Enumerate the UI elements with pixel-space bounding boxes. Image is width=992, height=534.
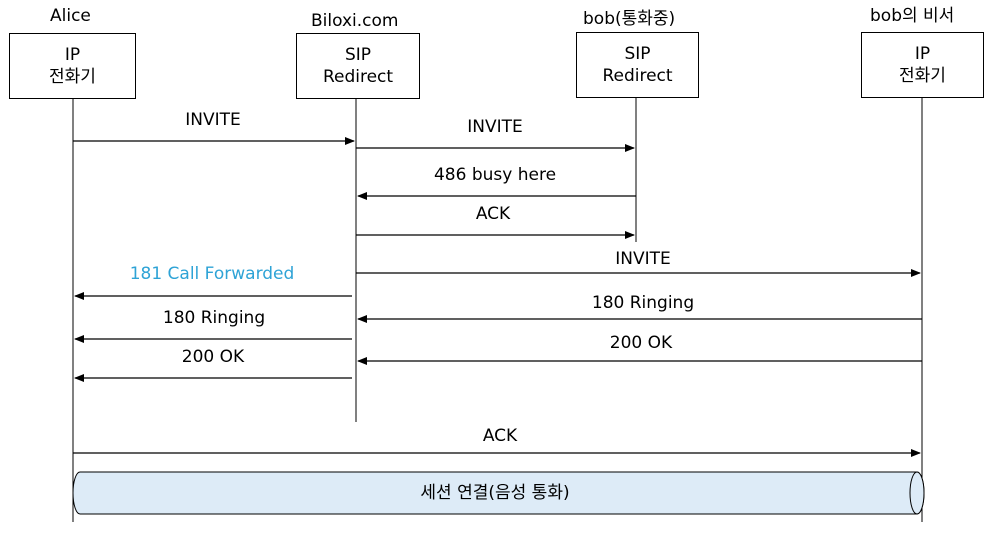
message-label: INVITE — [467, 117, 523, 137]
message-label: ACK — [482, 426, 518, 446]
participant-label-bob: bob(통화중) — [583, 9, 676, 29]
message-label: INVITE — [185, 110, 241, 130]
session-pipe — [72, 471, 925, 515]
participant-box-secretary: IP 전화기 — [861, 32, 984, 98]
message-label: 200 OK — [181, 347, 245, 367]
participant-box-alice: IP 전화기 — [9, 33, 136, 99]
session-label: 세션 연결(음성 통화) — [420, 483, 570, 503]
box-line1: IP — [64, 45, 81, 65]
box-line2: Redirect — [322, 67, 394, 87]
box-line1: SIP — [344, 45, 372, 65]
message-label: 486 busy here — [433, 165, 557, 185]
participant-label-alice: Alice — [50, 6, 91, 26]
message-label: 180 Ringing — [162, 308, 266, 328]
message-label-call-forwarded: 181 Call Forwarded — [129, 264, 295, 284]
message-label: 180 Ringing — [591, 293, 695, 313]
participant-label-secretary: bob의 비서 — [870, 6, 955, 26]
participant-box-bob: SIP Redirect — [576, 32, 699, 98]
box-line2: 전화기 — [899, 66, 946, 86]
box-line1: IP — [914, 44, 931, 64]
box-line2: Redirect — [602, 66, 673, 86]
box-line2: 전화기 — [49, 67, 96, 87]
message-label: 200 OK — [609, 333, 673, 353]
participant-label-biloxi: Biloxi.com — [311, 11, 399, 31]
box-line1: SIP — [624, 44, 651, 64]
message-label: ACK — [475, 204, 511, 224]
message-label: INVITE — [615, 249, 671, 269]
participant-box-biloxi: SIP Redirect — [296, 33, 420, 99]
